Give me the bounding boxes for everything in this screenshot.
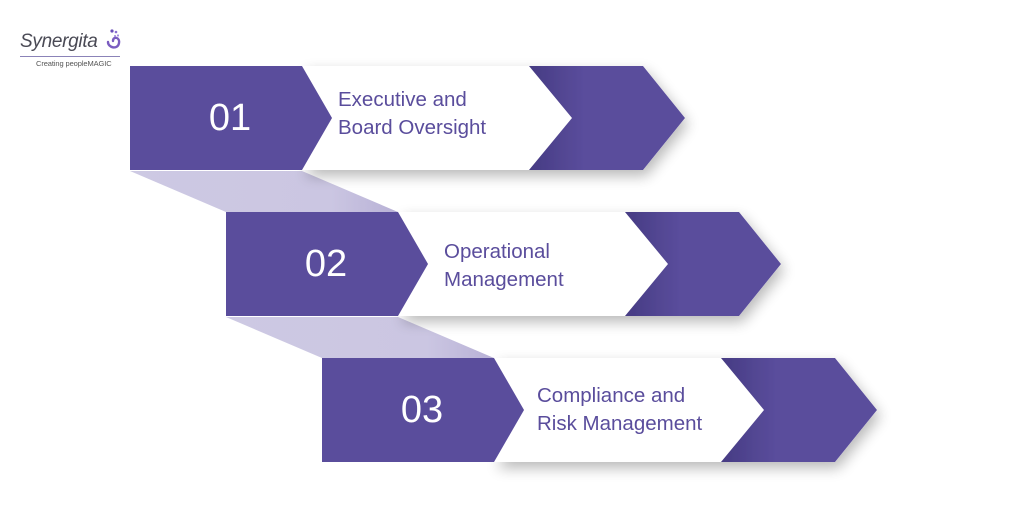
step-1-label-line1: Executive and: [338, 88, 467, 111]
step-3-label-line1: Compliance and: [537, 384, 686, 407]
step-1-shape: [130, 66, 685, 170]
logo-tagline: Creating peopleMAGIC: [36, 59, 112, 68]
step-1-label-line2: Board Oversight: [338, 116, 487, 139]
step-3-shape: [322, 358, 877, 462]
logo-swirl-icon: [106, 29, 121, 49]
step-3-label-line2: Risk Management: [537, 412, 703, 435]
step-2-label-line1: Operational: [444, 240, 550, 263]
step-2-label-line2: Management: [444, 268, 564, 291]
connector-1-2: [130, 171, 398, 212]
step-2-label: Operational Management: [444, 238, 564, 294]
step-2-number: 02: [304, 243, 348, 285]
step-3-number: 03: [400, 389, 444, 431]
step-3-label: Compliance and Risk Management: [537, 382, 702, 438]
logo-wordmark: Synergita: [20, 31, 98, 52]
step-2-shape: [226, 212, 781, 316]
connector-2-3: [226, 317, 494, 358]
step-1-label: Executive and Board Oversight: [338, 86, 486, 142]
logo-divider: [20, 56, 120, 57]
synergita-logo: Synergita Creating peopleMAGIC: [18, 28, 128, 70]
step-1-number: 01: [208, 97, 252, 139]
